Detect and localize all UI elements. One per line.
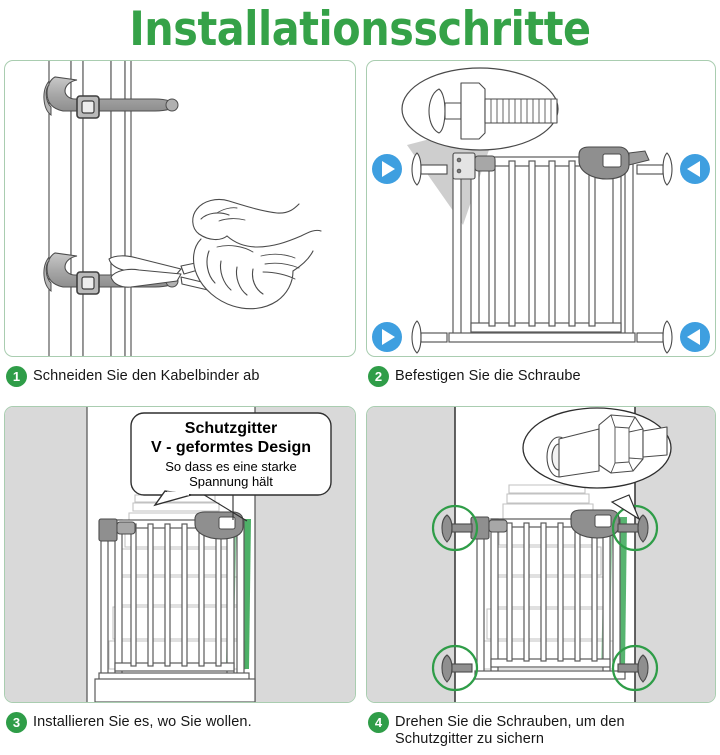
- thumb-knob-icon: [546, 414, 668, 478]
- bolt-top-right: [636, 152, 673, 186]
- callout-line-4: Spannung hält: [189, 474, 273, 489]
- step-1-caption: 1 Schneiden Sie den Kabelbinder ab: [6, 366, 260, 387]
- step-1-illustration-panel: [4, 60, 356, 357]
- callout-line-2: V - geformtes Design: [150, 439, 312, 456]
- gate-latch-icon: [570, 509, 620, 539]
- tighten-screws-illustration: [367, 407, 715, 702]
- step-3-number: 3: [6, 712, 27, 733]
- play-left-icon-bottom-right: [680, 322, 710, 352]
- step-1-label: Schneiden Sie den Kabelbinder ab: [33, 368, 260, 384]
- step-4-illustration-panel: [366, 406, 716, 703]
- gate-bolt-installation-illustration: [372, 67, 710, 354]
- step-4-label: Drehen Sie die Schrauben, um den Schutzg…: [395, 714, 625, 747]
- step-2-label: Befestigen Sie die Schraube: [395, 368, 581, 384]
- staircase: [108, 494, 246, 670]
- safety-gate: [98, 519, 250, 682]
- hinge-bracket-upper-left: [452, 152, 496, 180]
- wall-left: [367, 407, 455, 702]
- step-4-number: 4: [368, 712, 389, 733]
- play-right-icon-top-left: [372, 154, 402, 184]
- bolt-bottom-right: [636, 320, 673, 354]
- highlight-ring-bottom-left: [431, 644, 479, 692]
- cable-tie-upper: [43, 76, 179, 119]
- callout-leader-a: [200, 492, 248, 522]
- wall-screw-bottom-left: [441, 654, 473, 683]
- step-3-caption: 3 Installieren Sie es, wo Sie wollen.: [6, 712, 252, 733]
- gate-installed-illustration: [5, 407, 355, 702]
- gate-bars: [488, 160, 596, 327]
- highlight-ring-bottom-right: [611, 644, 659, 692]
- step-3-label: Installieren Sie es, wo Sie wollen.: [33, 714, 252, 730]
- page-title: Installationsschritte: [129, 1, 591, 57]
- callout-line-3: So dass es eine starke: [165, 459, 297, 474]
- wall-screw-top-right: [617, 514, 649, 543]
- hinge-bracket-upper-left: [98, 518, 136, 542]
- step-1-number: 1: [6, 366, 27, 387]
- play-left-icon-top-right: [680, 154, 710, 184]
- wall-screw-top-left: [441, 514, 473, 543]
- floor-plinth: [94, 678, 256, 702]
- wall-screw-bottom-right: [617, 654, 649, 683]
- design-callout-bubble: [130, 412, 332, 507]
- gate-latch-icon: [578, 146, 650, 180]
- design-callout-text: Schutzgitter V - geformtes Design So das…: [131, 419, 331, 489]
- bolt-top-left: [411, 152, 448, 186]
- step-2-illustration-panel: [366, 60, 716, 357]
- step-2-number: 2: [368, 366, 389, 387]
- wall-left: [5, 407, 87, 702]
- highlight-ring-top-left: [431, 504, 479, 552]
- gate-latch-icon: [194, 511, 244, 540]
- highlight-ring-top-right: [611, 504, 659, 552]
- step-4-caption: 4 Drehen Sie die Schrauben, um den Schut…: [368, 712, 625, 748]
- safety-gate: [474, 518, 626, 680]
- safety-gate: [448, 156, 636, 343]
- bolt-bottom-left: [411, 320, 448, 354]
- bolt-icon: [428, 82, 558, 140]
- cable-tie-cutting-illustration: [43, 61, 322, 356]
- hand-illustration: [192, 198, 322, 310]
- callout-line-1: Schutzgitter: [184, 420, 278, 437]
- step-2-caption: 2 Befestigen Sie die Schraube: [368, 366, 581, 387]
- step-3-illustration-panel: Schutzgitter V - geformtes Design So das…: [4, 406, 356, 703]
- play-right-icon-bottom-left: [372, 322, 402, 352]
